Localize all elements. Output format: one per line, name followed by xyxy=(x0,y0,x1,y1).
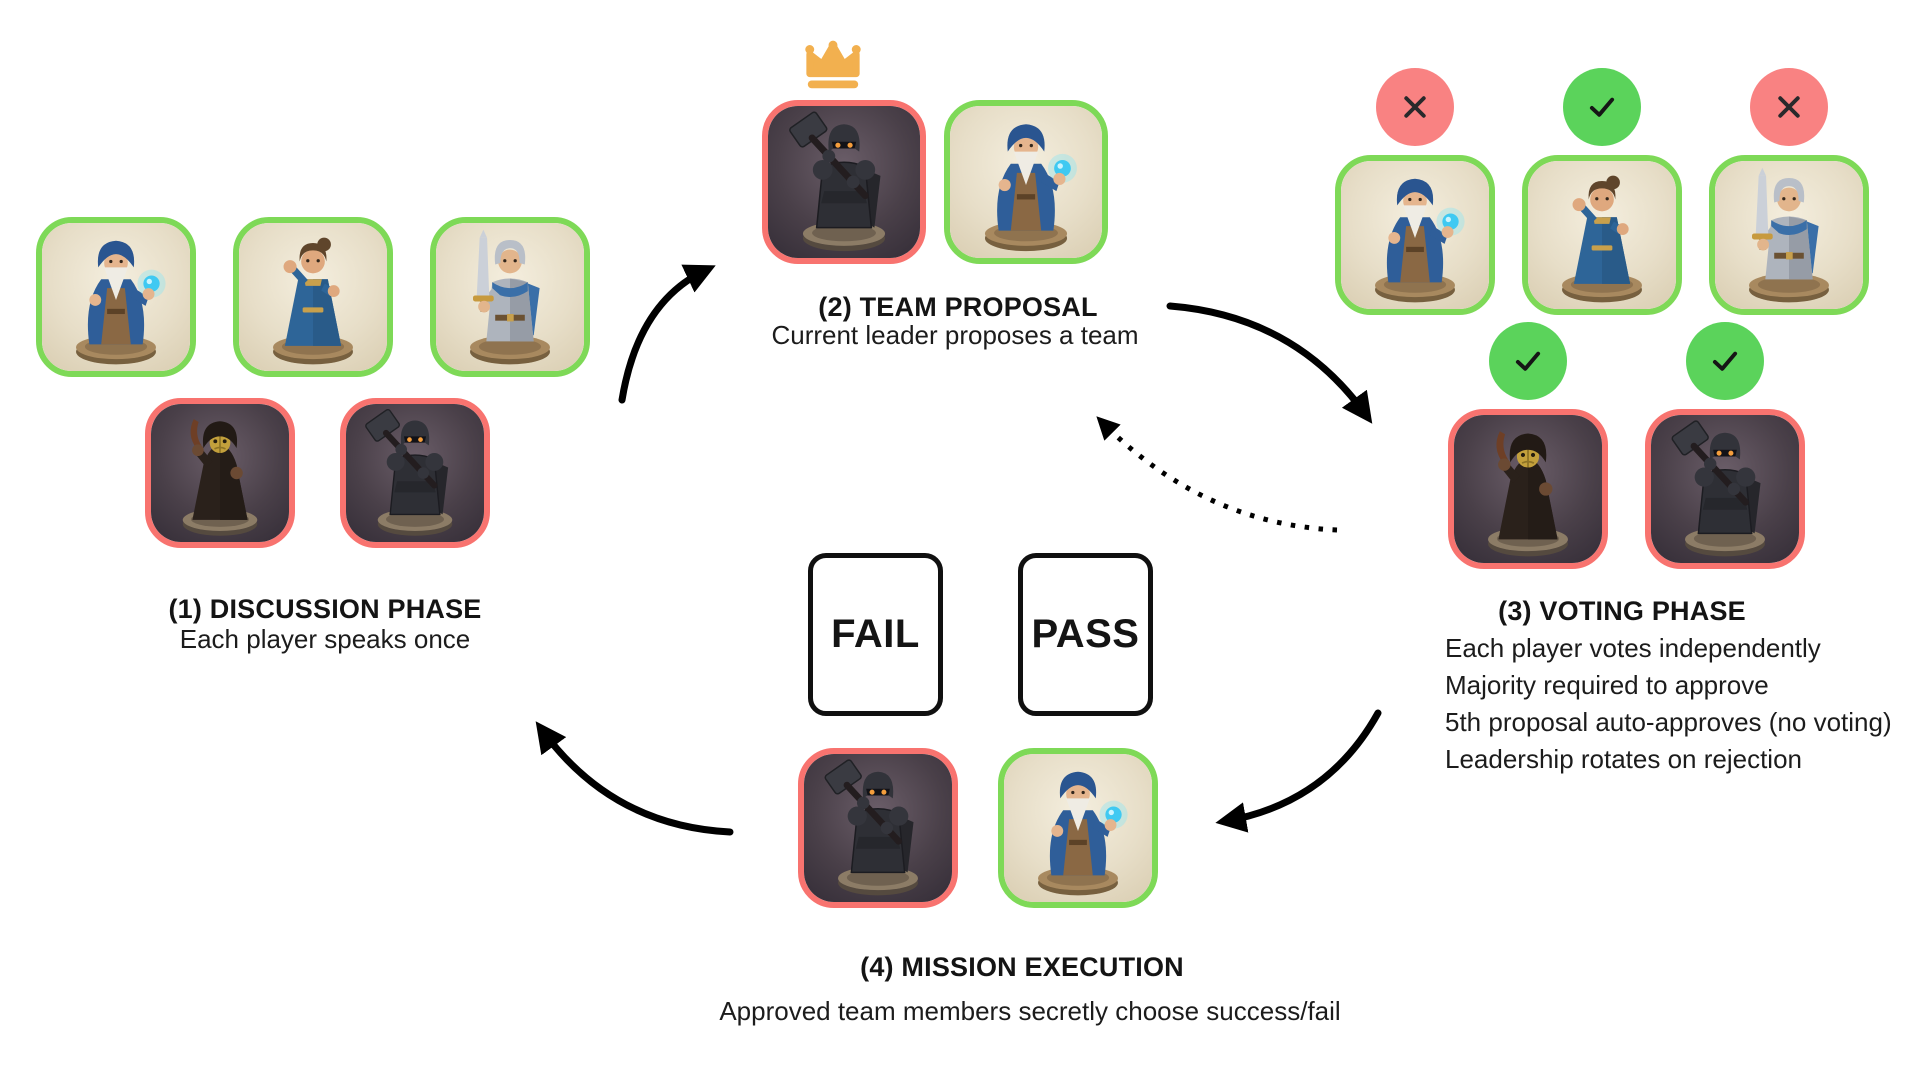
voting-row-good xyxy=(1335,68,1869,315)
voting-row-evil xyxy=(1448,322,1805,569)
avatar-woman xyxy=(1522,155,1682,315)
arrow-voting-to-mission xyxy=(1215,709,1382,833)
avatar-darkknight xyxy=(798,748,958,908)
avatar-knight xyxy=(1709,155,1869,315)
discussion-good-avatars xyxy=(36,217,590,377)
arrow-proposal-to-voting xyxy=(1166,302,1373,424)
avatar-darkknight xyxy=(340,398,490,548)
proposal-phase-title: (2) TEAM PROPOSAL xyxy=(818,292,1098,322)
discussion-phase-subtitle: Each player speaks once xyxy=(179,624,471,654)
approve-check-icon xyxy=(1563,68,1641,146)
avatar-wizard xyxy=(998,748,1158,908)
avatar-assassin xyxy=(145,398,295,548)
avatar-wizard xyxy=(944,100,1108,264)
arrow-mission-to-discussion xyxy=(535,721,734,836)
discussion-evil-avatars xyxy=(145,398,490,548)
vote-column-knight xyxy=(1709,68,1869,315)
vote-column-assassin xyxy=(1448,322,1608,569)
avatar-wizard xyxy=(1335,155,1495,315)
approve-check-icon xyxy=(1489,322,1567,400)
crown-icon xyxy=(805,40,861,89)
vote-column-darkknight xyxy=(1645,322,1805,569)
mission-phase-subtitle: Approved team members secretly choose su… xyxy=(719,996,1341,1026)
voting-rule-line: Majority required to approve xyxy=(1445,670,1769,700)
voting-rule-line: Each player votes independently xyxy=(1445,633,1821,663)
mission-cards: FAIL PASS xyxy=(808,553,1153,716)
avatar-assassin xyxy=(1448,409,1608,569)
pass-card: PASS xyxy=(1018,553,1153,716)
voting-rule-line: Leadership rotates on rejection xyxy=(1445,744,1803,774)
avatar-darkknight xyxy=(762,100,926,264)
fail-card: FAIL xyxy=(808,553,943,716)
arrow-discussion-to-proposal xyxy=(618,264,716,404)
avatar-darkknight xyxy=(1645,409,1805,569)
avatar-wizard xyxy=(36,217,196,377)
avatar-woman xyxy=(233,217,393,377)
reject-x-icon xyxy=(1750,68,1828,146)
discussion-phase-title: (1) DISCUSSION PHASE xyxy=(168,594,482,624)
reject-x-icon xyxy=(1376,68,1454,146)
avatar-knight xyxy=(430,217,590,377)
vote-column-woman xyxy=(1522,68,1682,315)
arrow-voting-to-proposal-dotted xyxy=(1096,416,1338,533)
proposal-team-avatars xyxy=(762,100,1108,264)
mission-team-avatars xyxy=(798,748,1158,908)
voting-rule-line: 5th proposal auto-approves (no voting) xyxy=(1445,707,1892,737)
approve-check-icon xyxy=(1686,322,1764,400)
voting-phase-title: (3) VOTING PHASE xyxy=(1498,596,1746,626)
mission-phase-title: (4) MISSION EXECUTION xyxy=(860,952,1184,982)
proposal-phase-subtitle: Current leader proposes a team xyxy=(771,320,1139,350)
vote-column-wizard xyxy=(1335,68,1495,315)
